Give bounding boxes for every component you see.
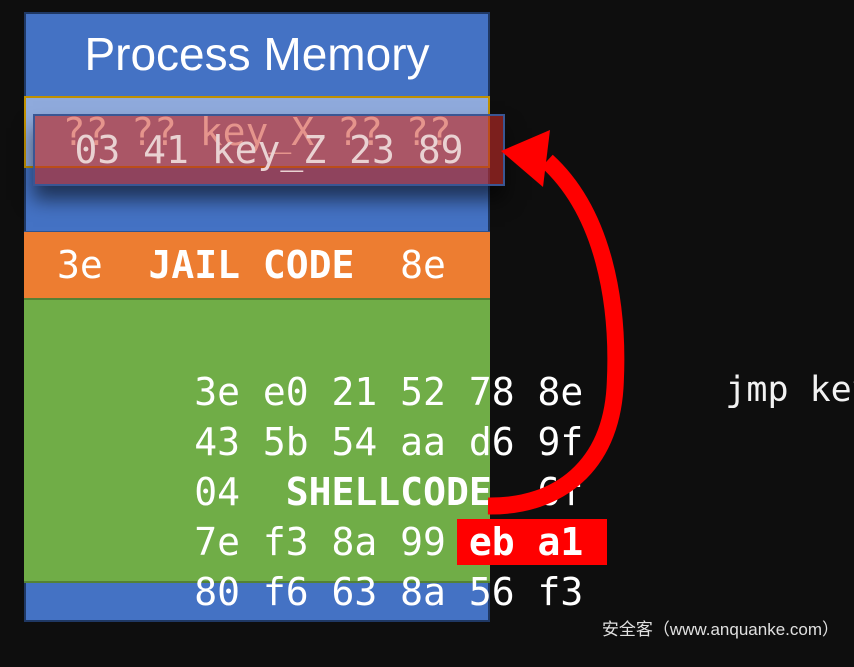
jump-arrowhead-icon — [501, 130, 550, 187]
shellcode-row-left-byte: 04 — [194, 470, 286, 514]
patched-key-text: 03 41 key_Z 23 89 — [74, 128, 464, 172]
page-title-text: Process Memory — [84, 28, 430, 80]
original-key-text: ?? ?? key_X ?? ?? — [62, 110, 452, 154]
watermark-text: 安全客（www.anquanke.com） — [601, 620, 839, 639]
jump-instruction-row: 7e f3 8a 99 eb a1 — [24, 467, 608, 565]
watermark: 安全客（www.anquanke.com） — [602, 615, 839, 640]
hex-row-5-text: 80 f6 63 8a 56 f3 — [194, 570, 584, 614]
diagram-canvas: Process Memory ?? ?? key_X ?? ?? 03 41 k… — [24, 12, 854, 640]
page-title: Process Memory — [24, 12, 490, 96]
hex-row-5: 80 f6 63 8a 56 f3 — [24, 517, 583, 614]
patched-key-row: 03 41 key_Z 23 89 — [33, 114, 505, 186]
jail-left-byte: 3e — [57, 243, 149, 287]
hex-row-1-text: 3e e0 21 52 78 8e — [194, 370, 584, 414]
jail-right-byte: 8e — [354, 243, 446, 287]
jump-row-prefix: 7e f3 8a 99 — [194, 520, 469, 564]
jmp-annotation-text: jmp key_Z — [725, 370, 854, 410]
hex-row-2-text: 43 5b 54 aa d6 9f — [194, 420, 584, 464]
jail-code-label: JAIL CODE — [148, 243, 355, 287]
eb-a1-highlight: eb a1 — [456, 519, 608, 565]
jmp-annotation: jmp key_Z — [641, 330, 854, 450]
patched-key-overlay-box — [33, 114, 505, 186]
original-key-row: ?? ?? key_X ?? ?? — [24, 96, 490, 168]
hex-row-1: 3e e0 21 52 78 8e — [24, 317, 583, 414]
shellcode-row-right-byte: 6f — [491, 470, 584, 514]
shellcode-box: 3e e0 21 52 78 8e 43 5b 54 aa d6 9f 04 S… — [24, 298, 608, 614]
jail-code-bar: 3e JAIL CODE 8e — [24, 231, 490, 298]
shellcode-label: SHELLCODE — [285, 470, 492, 514]
